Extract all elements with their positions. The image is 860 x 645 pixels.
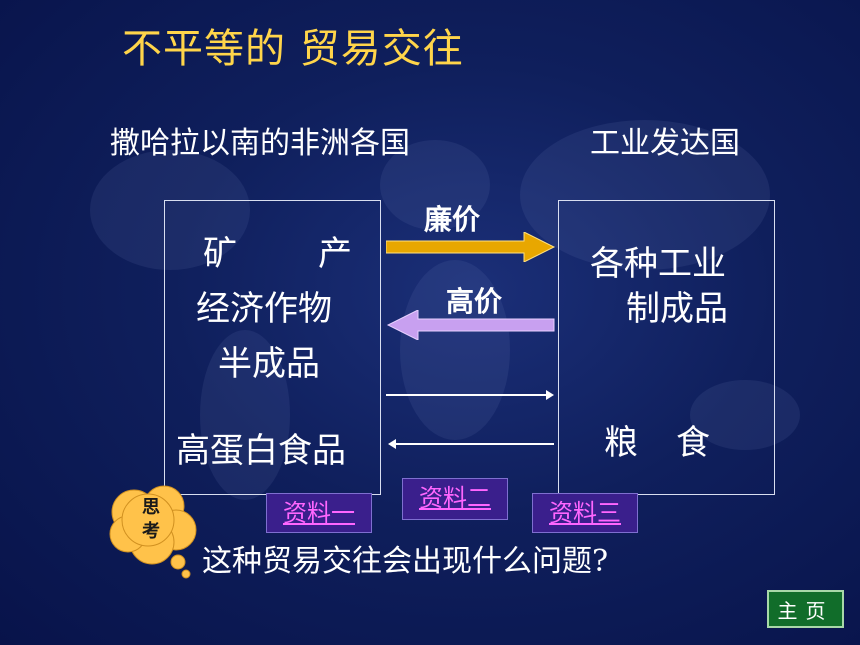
home-button[interactable]: 主页 bbox=[767, 590, 844, 628]
food-export-arrow bbox=[386, 390, 554, 400]
discussion-question: 这种贸易交往会出现什么问题? bbox=[202, 544, 609, 579]
cheap-label: 廉价 bbox=[424, 203, 481, 236]
reference-link-2[interactable]: 资料二 bbox=[402, 478, 508, 520]
think-bubble-text: 思 考 bbox=[136, 496, 166, 544]
item-semi-finished: 半成品 bbox=[218, 344, 320, 384]
left-region-heading: 撒哈拉以南的非洲各国 bbox=[110, 126, 410, 161]
think-char-2: 考 bbox=[142, 521, 160, 542]
item-mineral-1: 矿 bbox=[203, 234, 237, 274]
item-cash-crops: 经济作物 bbox=[196, 289, 332, 329]
item-high-protein-food: 高蛋白食品 bbox=[176, 431, 346, 471]
page-title: 不平等的 贸易交往 bbox=[122, 26, 464, 72]
reference-link-3[interactable]: 资料三 bbox=[532, 493, 638, 533]
think-char-1: 思 bbox=[142, 497, 160, 518]
cheap-arrow bbox=[386, 232, 556, 262]
right-region-heading: 工业发达国 bbox=[590, 126, 740, 161]
grain-import-arrow bbox=[388, 439, 554, 449]
think-bubble-icon bbox=[109, 485, 197, 579]
item-grain-1: 粮 bbox=[604, 423, 638, 463]
high-price-label: 高价 bbox=[446, 285, 503, 318]
high-price-arrow bbox=[386, 310, 555, 340]
reference-link-1[interactable]: 资料一 bbox=[266, 493, 372, 533]
item-grain-2: 食 bbox=[676, 423, 710, 463]
item-industrial-1: 各种工业 bbox=[590, 244, 726, 284]
industrial-exports-box bbox=[558, 200, 775, 495]
item-industrial-2: 制成品 bbox=[626, 289, 728, 329]
item-mineral-2: 产 bbox=[318, 234, 352, 274]
